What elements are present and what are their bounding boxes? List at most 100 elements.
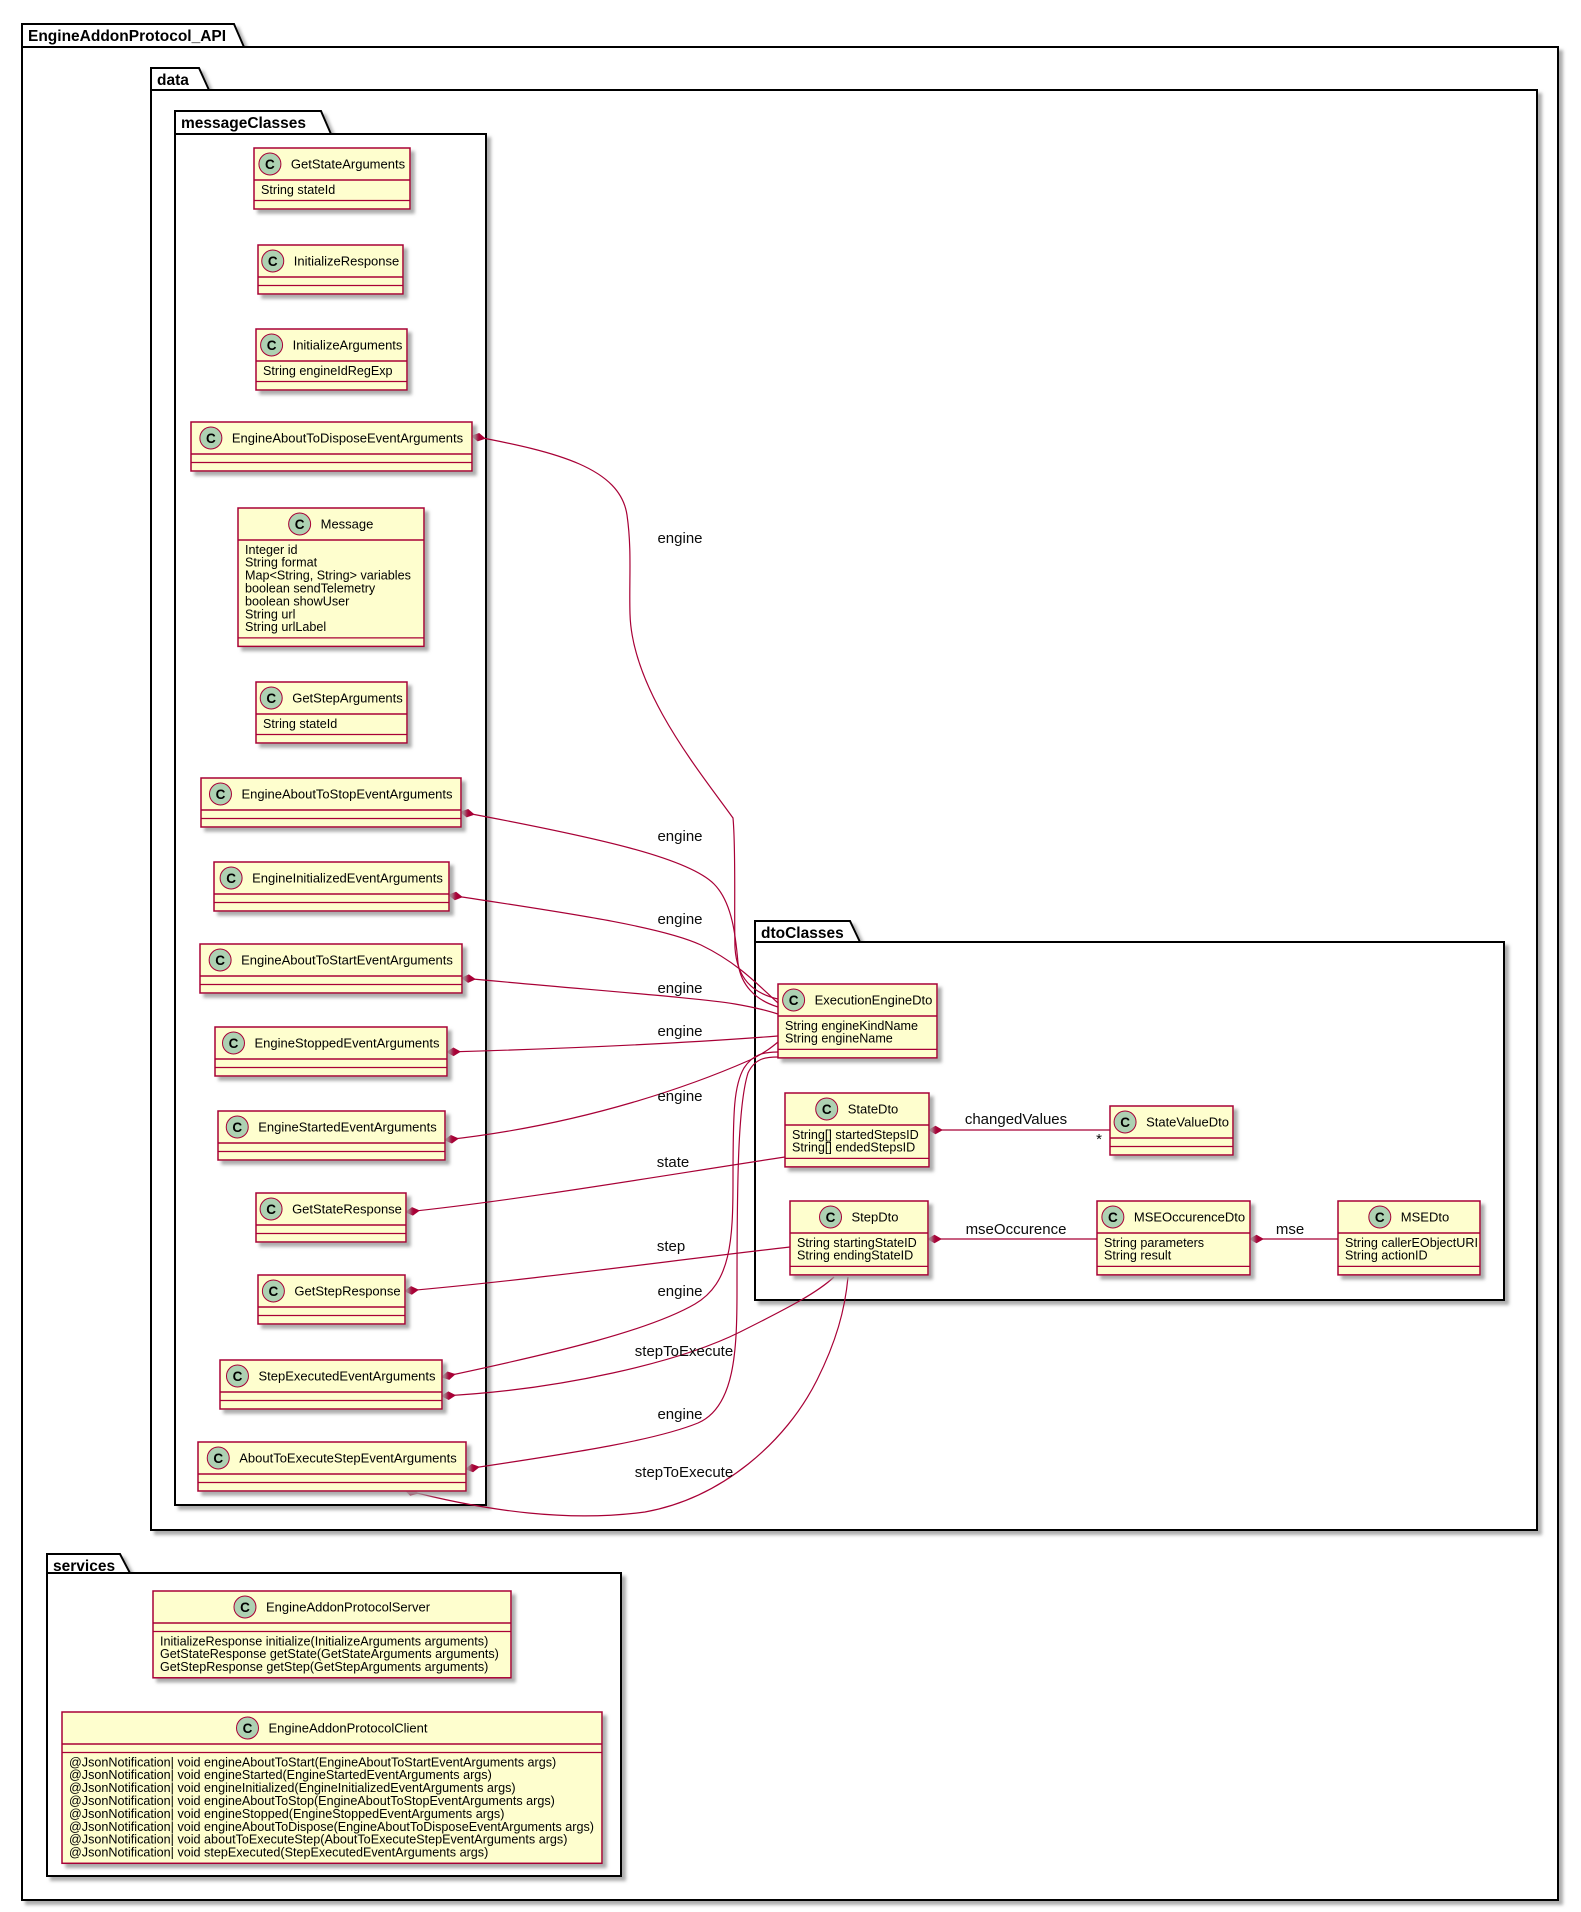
class-icon: [225, 1364, 249, 1388]
edge-EngineAboutToStopEventArguments-engine: engine: [461, 812, 779, 1008]
class-attribute: String stateId: [263, 717, 337, 731]
class-icon-letter: C: [789, 993, 799, 1008]
class-name: MSEOccurenceDto: [1134, 1210, 1245, 1225]
class-name: GetStateResponse: [292, 1202, 402, 1217]
class-icon: [258, 152, 282, 176]
edge-line: [406, 1156, 786, 1212]
edge-label: mse: [1276, 1221, 1304, 1238]
edge-GetStateResponse-state: state: [406, 1154, 786, 1212]
class-icon: [236, 1716, 260, 1740]
class-attribute: String endingStateID: [797, 1249, 913, 1263]
class-icon: [259, 1197, 283, 1221]
class-attribute: String[] endedStepsID: [792, 1141, 915, 1155]
class-icon-letter: C: [266, 1202, 276, 1217]
edge-label: engine: [657, 530, 702, 547]
class-method: @JsonNotification| void engineAboutToSta…: [69, 1755, 556, 1769]
class-icon-letter: C: [233, 1369, 243, 1384]
class-name: StepExecutedEventArguments: [258, 1369, 436, 1384]
edge-label: engine: [657, 1088, 702, 1105]
edge-label: step: [657, 1238, 685, 1255]
class-box: [784, 1092, 930, 1168]
class-box: [219, 1359, 443, 1410]
class-icon: [1113, 1110, 1137, 1134]
class-attribute: String stateId: [261, 183, 335, 197]
edge-line: [405, 1276, 849, 1517]
class-icon: [233, 1595, 257, 1619]
edge-EngineAboutToStartEventArguments-engine: engine: [462, 978, 779, 1015]
class-icon: [225, 1115, 249, 1139]
class-icon-letter: C: [269, 1284, 279, 1299]
class-attribute: String format: [245, 556, 318, 570]
edge-line: [445, 1041, 779, 1140]
edges-layer: engineengineengineengineengineengineengi…: [405, 436, 1338, 1517]
class-icon-letter: C: [265, 157, 275, 172]
class-box: [237, 507, 425, 648]
edge-label: changedValues: [965, 1111, 1067, 1128]
class-icon: [261, 1279, 285, 1303]
class-box: [200, 777, 462, 828]
class-icon: [782, 988, 806, 1012]
class-icon-letter: C: [1375, 1210, 1385, 1225]
edge-label: state: [657, 1154, 690, 1171]
class-icon: [208, 782, 232, 806]
class-icon: [260, 333, 284, 357]
edge-line: [466, 1056, 779, 1469]
edge-line: [442, 1276, 835, 1396]
package-label-messageClasses: messageClasses: [181, 115, 306, 132]
class-box: [217, 1110, 446, 1161]
class-box: [255, 681, 408, 744]
class-icon: [219, 866, 243, 890]
class-icon: [1101, 1205, 1125, 1229]
class-icon-letter: C: [267, 338, 277, 353]
class-method: @JsonNotification| void engineAboutToSto…: [69, 1794, 555, 1808]
class-name: EngineStartedEventArguments: [258, 1120, 437, 1135]
class-attribute: Map<String, String> variables: [245, 569, 411, 583]
class-box: [152, 1590, 512, 1679]
edge-EngineInitializedEventArguments-engine: engine: [449, 895, 779, 1004]
edge-line: [405, 1246, 791, 1291]
class-attribute: String result: [1104, 1249, 1172, 1263]
class-name: EngineAboutToStopEventArguments: [241, 787, 453, 802]
edge-label: stepToExecute: [635, 1343, 733, 1360]
edge-label: engine: [657, 911, 702, 928]
class-box: [61, 1711, 603, 1865]
class-method: @JsonNotification| void aboutToExecuteSt…: [69, 1833, 567, 1847]
class-attribute: Integer id: [245, 543, 298, 557]
class-box: [213, 861, 450, 912]
class-icon-letter: C: [822, 1102, 832, 1117]
class-attribute: String actionID: [1345, 1249, 1428, 1263]
class-box: [214, 1026, 448, 1077]
class-icon: [815, 1097, 839, 1121]
edge-MSEOccurenceDto-mse: mse: [1250, 1221, 1338, 1239]
edge-StepDto-mseOccurence: mseOccurence: [928, 1221, 1097, 1239]
class-icon: [259, 686, 283, 710]
class-attribute: String callerEObjectURI: [1345, 1236, 1478, 1250]
edge-line: [461, 812, 779, 1008]
class-icon: [221, 1031, 245, 1055]
class-box: [190, 421, 473, 472]
class-attribute: String engineKindName: [785, 1019, 918, 1033]
class-box: [1337, 1200, 1481, 1276]
edge-line: [442, 1051, 779, 1377]
class-icon-letter: C: [243, 1721, 253, 1736]
class-method: @JsonNotification| void stepExecuted(Ste…: [69, 1846, 488, 1860]
class-icon-letter: C: [268, 254, 278, 269]
class-attribute: String[] startedStepsID: [792, 1128, 919, 1142]
class-icon-letter: C: [826, 1210, 836, 1225]
class-name: GetStepArguments: [292, 691, 403, 706]
